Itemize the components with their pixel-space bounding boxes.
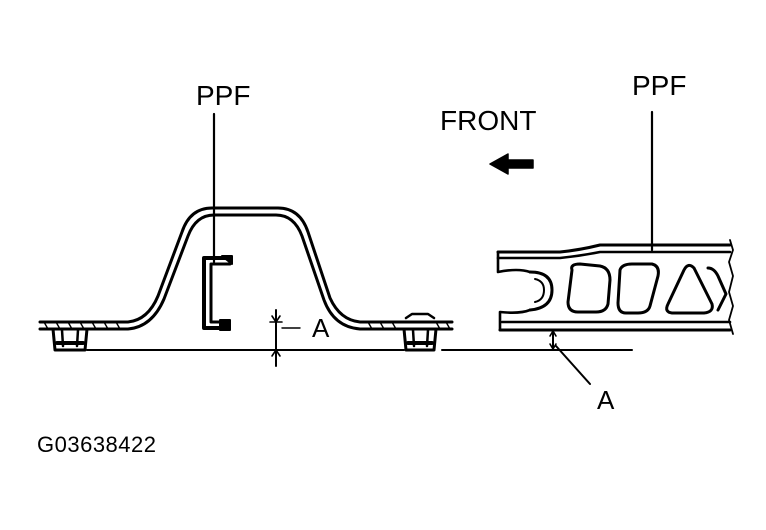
front-label: FRONT — [440, 105, 537, 136]
right-weld-nut — [402, 312, 438, 352]
left-crossmember — [38, 206, 454, 331]
ppf-label-right: PPF — [632, 70, 687, 101]
dimension-a-label-right: A — [597, 385, 615, 415]
left-arrow-icon — [489, 153, 534, 175]
right-dimension-a — [549, 329, 591, 385]
left-weld-nut — [51, 327, 89, 352]
dimension-a-label-left: A — [312, 313, 330, 343]
ppf-label-left: PPF — [196, 80, 251, 111]
figure-code: G03638422 — [37, 432, 157, 457]
left-dimension-a — [269, 309, 301, 367]
right-frame-member — [496, 239, 734, 335]
left-ppf-bracket — [202, 255, 233, 331]
